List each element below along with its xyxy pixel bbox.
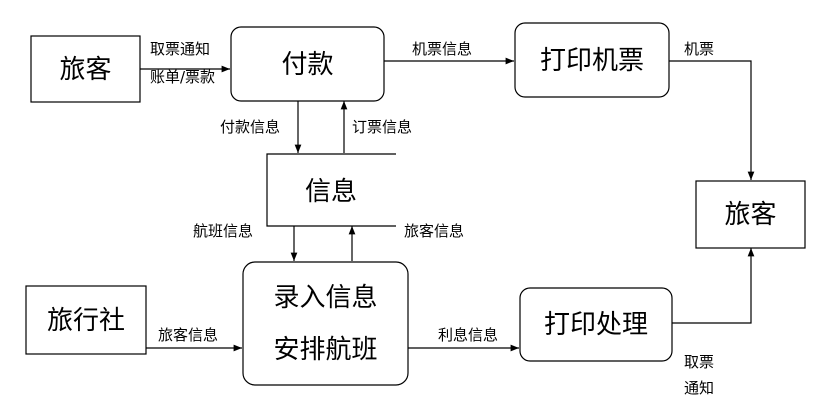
node-traveler-left-label: 旅客: [59, 55, 111, 85]
node-entry-label-line2: 安排航班: [273, 335, 377, 365]
node-entry-label-line1: 录入信息: [273, 283, 377, 313]
node-print-ticket: [514, 22, 670, 98]
edge-label-booking-info: 订票信息: [352, 118, 412, 136]
node-info-store-label: 信息: [305, 177, 357, 207]
node-traveler-left: [30, 35, 141, 103]
edge-label-ticket-info: 机票信息: [412, 40, 472, 58]
edge-label-passenger-info: 旅客信息: [404, 222, 464, 240]
node-print-ticket-label: 打印机票: [540, 46, 644, 76]
node-payment-label: 付款: [281, 50, 333, 80]
node-traveler-right: [695, 180, 806, 249]
node-print-process: [519, 287, 673, 362]
edge-label-payment-info: 付款信息: [220, 118, 280, 136]
node-entry: [242, 261, 409, 386]
node-print-process-label: 打印处理: [544, 310, 648, 340]
edge-label-pickup-notice: 取票通知: [150, 40, 210, 58]
edge-process-to-traveler: [672, 247, 755, 324]
node-agency-label: 旅行社: [47, 306, 125, 336]
edge-label-flight-info: 航班信息: [193, 222, 253, 240]
edge-label-interest-info: 利息信息: [438, 326, 498, 344]
edge-label-pickup: 取票: [684, 353, 714, 371]
edge-label-ticket: 机票: [684, 40, 714, 58]
node-traveler-right-label: 旅客: [724, 200, 776, 230]
edge-label-notice: 通知: [684, 379, 714, 397]
node-agency: [25, 285, 147, 355]
edge-label-agency-passenger-info: 旅客信息: [158, 326, 218, 344]
edge-label-bill-payment: 账单/票款: [150, 68, 215, 86]
node-info-store: [266, 153, 396, 227]
node-payment: [230, 26, 385, 102]
edge-print-to-traveler: [669, 60, 755, 180]
